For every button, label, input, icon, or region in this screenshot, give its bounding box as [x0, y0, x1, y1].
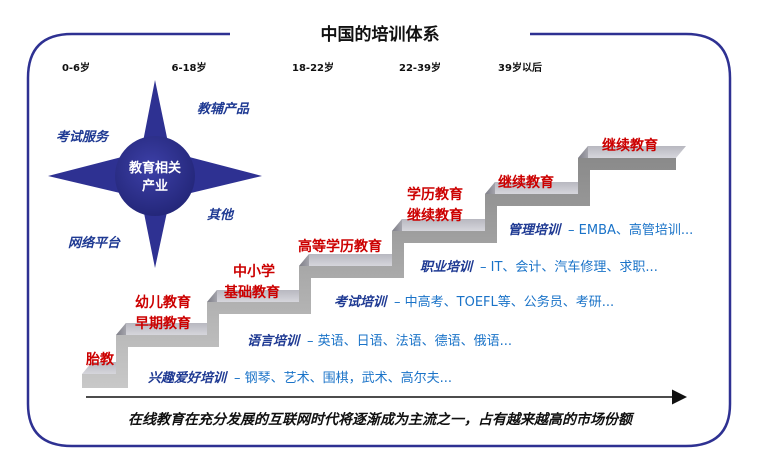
- training-management: 管理培训– EMBA、高管培训...: [508, 222, 693, 238]
- stage-label: 高等学历教育: [298, 238, 382, 255]
- stair-front: [82, 158, 676, 388]
- star-item-tutoring-products: 教辅产品: [197, 101, 250, 117]
- age-label: 18-22岁: [292, 61, 334, 74]
- industry-star: 教育相关 产业 教辅产品 考试服务 其他 网络平台: [48, 80, 262, 268]
- stair-tread: [207, 290, 309, 302]
- stair-tread: [578, 146, 686, 158]
- stage-label: 继续教育: [407, 207, 463, 224]
- age-labels: 0-6岁 6-18岁 18-22岁 22-39岁 39岁以后: [62, 61, 542, 74]
- stage-label: 早期教育: [135, 315, 191, 332]
- stage-label: 继续教育: [498, 174, 554, 191]
- footer-note: 在线教育在充分发展的互联网时代将逐渐成为主流之一，占有越来越高的市场份额: [128, 411, 635, 428]
- stair-tread: [392, 219, 495, 231]
- frame: [26, 32, 732, 448]
- age-label: 0-6岁: [62, 61, 90, 74]
- training-exam: 考试培训– 中高考、TOEFL等、公务员、考研...: [334, 294, 614, 310]
- age-label: 6-18岁: [171, 61, 206, 74]
- stair-tread: [485, 182, 588, 194]
- stage-label: 继续教育: [602, 137, 658, 154]
- diagram-title: 中国的培训体系: [321, 24, 440, 45]
- stage-label: 幼儿教育: [135, 294, 191, 311]
- training-hobby: 兴趣爱好培训– 钢琴、艺术、围棋，武术、高尔夫...: [148, 370, 452, 386]
- stage-labels: 胎教 幼儿教育 早期教育 中小学 基础教育 高等学历教育 学历教育 继续教育 继…: [86, 137, 658, 368]
- stage-label: 基础教育: [224, 284, 280, 301]
- core-circle: [115, 136, 195, 216]
- star-item-online-platform: 网络平台: [68, 235, 121, 251]
- stair-tread: [82, 362, 126, 374]
- stage-label: 胎教: [86, 351, 115, 368]
- training-vocational: 职业培训– IT、会计、汽车修理、求职...: [420, 259, 658, 275]
- star-item-exam-services: 考试服务: [56, 129, 110, 145]
- stage-label: 中小学: [233, 263, 275, 280]
- core-label: 教育相关: [128, 160, 181, 176]
- core-label: 产业: [142, 178, 168, 194]
- staircase: [82, 146, 686, 388]
- star-item-other: 其他: [207, 207, 235, 223]
- stage-label: 学历教育: [407, 186, 463, 203]
- age-label: 39岁以后: [498, 61, 542, 74]
- age-label: 22-39岁: [399, 61, 441, 74]
- stair-tread: [299, 254, 402, 266]
- training-language: 语言培训– 英语、日语、法语、德语、俄语...: [247, 333, 512, 349]
- stair-tread: [116, 323, 217, 335]
- training-list: 兴趣爱好培训– 钢琴、艺术、围棋，武术、高尔夫... 语言培训– 英语、日语、法…: [148, 222, 693, 386]
